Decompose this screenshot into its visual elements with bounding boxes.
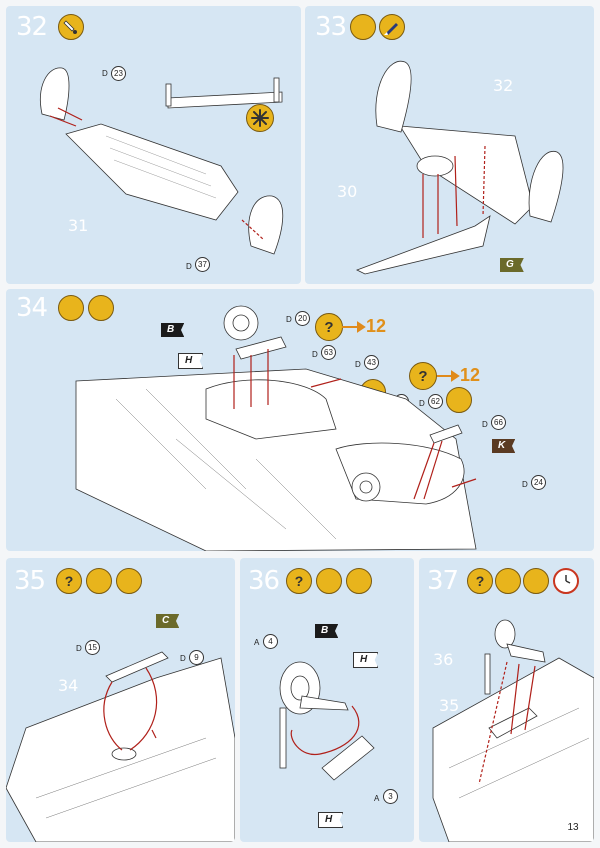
- part-number: 63: [321, 345, 336, 360]
- question-icon: ?: [56, 568, 82, 594]
- reference-step: 12: [460, 365, 481, 385]
- gear-install-drawing: [432, 619, 594, 842]
- question-icon: ?: [409, 362, 437, 390]
- color-flag: K: [492, 439, 516, 453]
- ghost-step-label: 31: [68, 216, 89, 235]
- step-number: 36: [248, 566, 280, 596]
- glue-icon: [58, 14, 84, 40]
- color-flag: B: [161, 323, 185, 337]
- part-prefix: D: [102, 69, 108, 78]
- part-number: 4: [263, 634, 278, 649]
- color-flag: G: [500, 258, 524, 272]
- part-number: 43: [364, 355, 379, 370]
- ghost-step-label: 35: [439, 696, 460, 715]
- step-35-panel: 35 ? 34 C D 15 D 9: [6, 558, 235, 842]
- part-prefix: A: [254, 638, 260, 647]
- part-prefix: D: [312, 350, 318, 359]
- step-number: 37: [427, 566, 459, 596]
- glue-icon: [350, 14, 376, 40]
- part-number: 62: [428, 394, 443, 409]
- glue-icon: [58, 295, 84, 321]
- part-prefix: D: [180, 654, 186, 663]
- paint-brush-icon: [116, 568, 142, 594]
- color-flag: H: [353, 652, 379, 668]
- glue-icon: [495, 568, 521, 594]
- part-prefix: D: [522, 480, 528, 489]
- part-prefix: A: [374, 794, 380, 803]
- ghost-step-label: 36: [433, 650, 454, 669]
- reference-step: 12: [366, 316, 387, 336]
- step-number: 33: [315, 12, 347, 42]
- part-number: 24: [531, 475, 546, 490]
- step-33-panel: 33 32 30 G: [305, 6, 594, 284]
- landing-gear-drawing: [279, 661, 375, 781]
- step-number: 32: [16, 12, 48, 42]
- part-number: 23: [111, 66, 126, 81]
- step-36-panel: 36 ? B H H A 4 A 3: [240, 558, 414, 842]
- ghost-step-label: 32: [493, 76, 514, 95]
- part-number: 20: [295, 311, 310, 326]
- part-prefix: D: [355, 360, 361, 369]
- ghost-step-label: 30: [337, 182, 358, 201]
- tail-drawing: [40, 67, 284, 255]
- tail-fuselage-drawing: [355, 60, 564, 275]
- part-number: 3: [383, 789, 398, 804]
- question-icon: ?: [467, 568, 493, 594]
- drying-time-clock-icon: [553, 568, 579, 594]
- decal-asterisk-icon: [246, 104, 274, 132]
- part-number: 9: [189, 650, 204, 665]
- decal-asterisk-icon: [446, 387, 472, 413]
- page-number: 13: [560, 816, 586, 838]
- color-flag: C: [156, 614, 180, 628]
- step-34-panel: 34 33 B H K D 20 D 63 D 43 D 20 D 62 D 6…: [6, 289, 594, 551]
- part-number: 66: [491, 415, 506, 430]
- step-number: 34: [16, 293, 48, 323]
- part-number: 15: [85, 640, 100, 655]
- cockpit-drawing: [6, 651, 235, 842]
- part-prefix: D: [286, 315, 292, 324]
- paint-brush-icon: [88, 295, 114, 321]
- paint-brush-icon: [523, 568, 549, 594]
- part-prefix: D: [76, 644, 82, 653]
- step-32-panel: 32 31 D 23 D 37: [6, 6, 301, 284]
- part-prefix: D: [482, 420, 488, 429]
- wing-engine-drawing: [75, 305, 477, 551]
- question-icon: ?: [286, 568, 312, 594]
- step-37-panel: 37 ? 36 35: [419, 558, 594, 842]
- step-number: 35: [14, 566, 46, 596]
- part-number: 37: [195, 257, 210, 272]
- ghost-step-label: 34: [58, 676, 79, 695]
- part-prefix: D: [186, 262, 192, 271]
- glue-icon: [316, 568, 342, 594]
- paint-brush-icon: [346, 568, 372, 594]
- color-flag: B: [315, 624, 339, 638]
- paint-brush-icon: [379, 14, 405, 40]
- part-prefix: D: [419, 399, 425, 408]
- glue-icon: [86, 568, 112, 594]
- question-icon: ?: [315, 313, 343, 341]
